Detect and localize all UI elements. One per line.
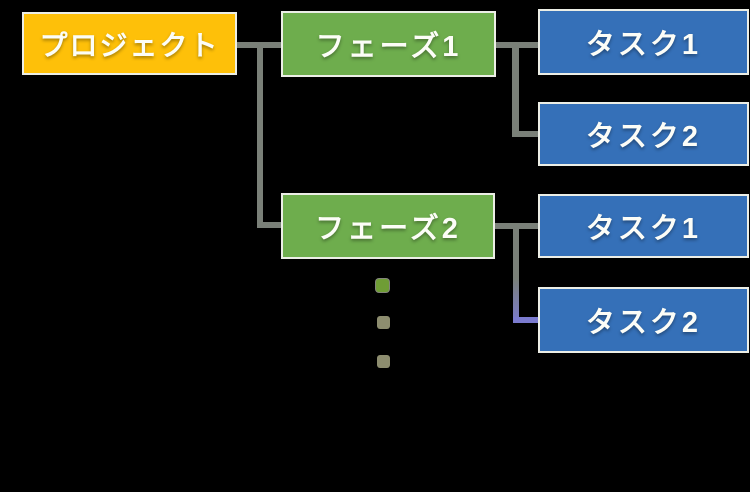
connector-phase2-task-vertical <box>513 223 519 323</box>
group2-task2-node-label: タスク2 <box>585 307 702 339</box>
phase1-node: フェーズ1 <box>281 11 496 77</box>
group2-task2-node: タスク2 <box>538 287 749 353</box>
connector-phase2-to-task2 <box>513 317 538 323</box>
connector-phase-vertical <box>257 42 263 228</box>
connector-phase1-task-vertical <box>512 42 519 137</box>
group1-task2-node-label: タスク2 <box>585 121 702 153</box>
connector-to-phase2 <box>257 222 282 228</box>
group1-task2-node: タスク2 <box>538 102 749 166</box>
group2-task1-node: タスク1 <box>538 194 749 258</box>
phase2-node: フェーズ2 <box>281 193 495 259</box>
phase2-node-label: フェーズ2 <box>315 213 461 245</box>
more-phases-ellipsis-dot <box>377 316 390 329</box>
connector-phase1-to-task2 <box>512 131 538 137</box>
more-phases-ellipsis-dot <box>377 355 390 368</box>
group2-task1-node-label: タスク1 <box>585 213 702 245</box>
more-phases-ellipsis-dot <box>376 279 389 292</box>
group1-task1-node-label: タスク1 <box>585 29 702 61</box>
project-node-label: プロジェクト <box>39 29 220 61</box>
group1-task1-node: タスク1 <box>538 9 749 75</box>
project-node: プロジェクト <box>22 12 237 75</box>
phase1-node-label: フェーズ1 <box>315 31 462 63</box>
